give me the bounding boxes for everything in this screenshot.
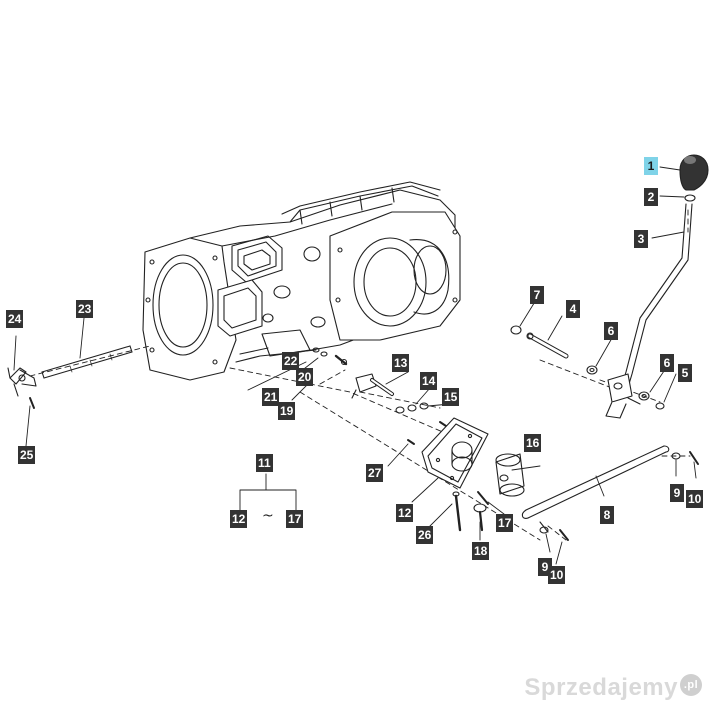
callout-8: 8	[600, 506, 614, 524]
gear-lever-3	[605, 203, 693, 419]
callout-3: 3	[634, 230, 648, 248]
callout-16: 16	[524, 434, 542, 452]
pin-17	[477, 491, 489, 505]
callout-26: 26	[416, 526, 434, 544]
callout-27: 27	[366, 464, 384, 482]
callout-25: 25	[18, 446, 36, 464]
callout-4: 4	[566, 300, 580, 318]
detent-parts-20-22	[312, 347, 348, 366]
legend-tilde: ~	[262, 508, 274, 524]
transmission-housing	[142, 181, 461, 381]
rod-26	[452, 491, 462, 532]
callout-12: 12	[396, 504, 414, 522]
group-bracket-11	[239, 473, 297, 511]
callout-2: 2	[644, 188, 658, 206]
callout-10-right: 10	[686, 490, 704, 508]
callout-7: 7	[530, 286, 544, 304]
cover-plate	[421, 417, 489, 489]
callout-14: 14	[420, 372, 438, 390]
callout-5: 5	[678, 364, 692, 382]
callout-12-legend: 12	[230, 510, 248, 528]
callout-11: 11	[256, 454, 273, 472]
fork-24	[7, 367, 37, 397]
callout-20: 20	[296, 368, 314, 386]
callout-6-upper: 6	[604, 322, 618, 340]
coupling-16	[495, 453, 525, 497]
bolt-18	[473, 503, 487, 532]
shift-rod-23	[41, 345, 133, 379]
callout-1: 1	[644, 157, 658, 175]
callout-9-right: 9	[670, 484, 684, 502]
callout-6-lower: 6	[660, 354, 674, 372]
pin-4	[510, 325, 598, 375]
washers-5-6	[638, 391, 665, 410]
link-rod-8	[521, 445, 670, 533]
callout-17: 17	[496, 514, 514, 532]
watermark: Sprzedajemy.pl	[524, 674, 702, 702]
washers-9-pins-10	[539, 451, 699, 541]
pin-25	[29, 397, 35, 409]
callout-15: 15	[442, 388, 460, 406]
callout-24: 24	[6, 310, 24, 328]
callout-19: 19	[278, 402, 296, 420]
shaft-lever-13	[351, 373, 394, 399]
watermark-text: Sprzedajemy	[524, 674, 678, 701]
knob-1	[679, 154, 709, 191]
callout-22: 22	[282, 352, 300, 370]
callout-10-bottom: 10	[548, 566, 566, 584]
collar-2	[684, 194, 696, 202]
watermark-suffix: .pl	[680, 674, 702, 696]
callout-13: 13	[392, 354, 410, 372]
dowels-27	[407, 421, 447, 445]
callout-23: 23	[76, 300, 94, 318]
callout-17-legend: 17	[286, 510, 304, 528]
callout-18: 18	[472, 542, 490, 560]
callout-21: 21	[262, 388, 280, 406]
leader-lines	[13, 166, 697, 565]
